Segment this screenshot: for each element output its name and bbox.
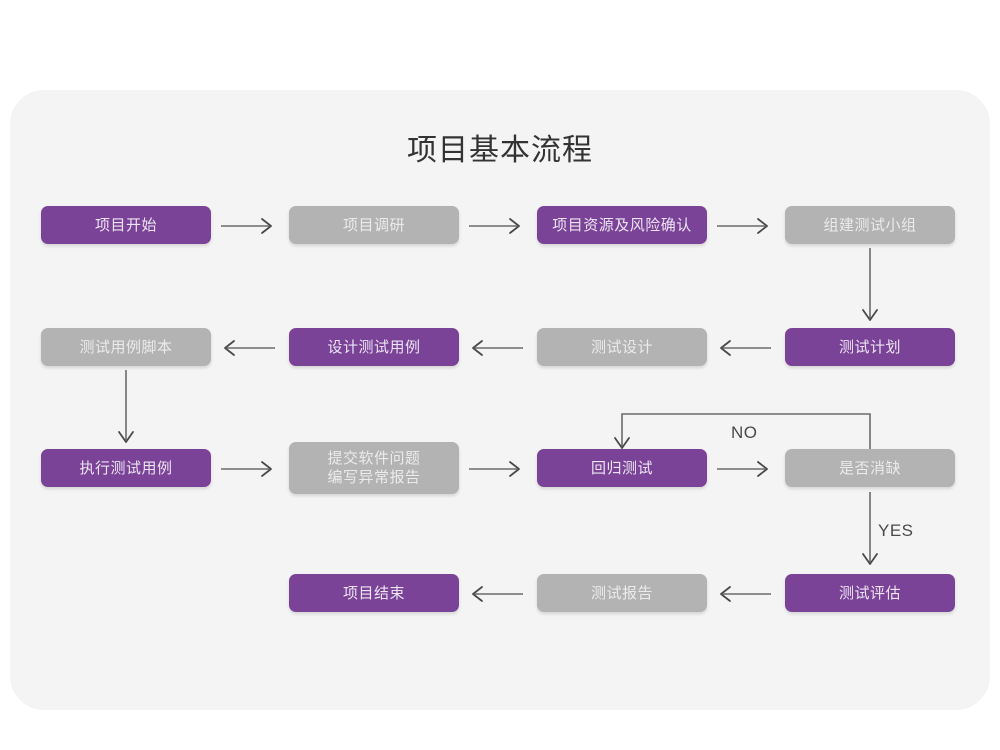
node-project-start[interactable]: 项目开始 [41, 206, 211, 244]
node-execute-test-case[interactable]: 执行测试用例 [41, 449, 211, 487]
edge-resource-to-team [715, 217, 773, 235]
edge-test-plan-to-test-design [715, 339, 773, 357]
edge-research-to-resource [467, 217, 525, 235]
edge-design-case-to-script [219, 339, 277, 357]
edge-label-no: NO [731, 423, 758, 442]
edge-submit-issue-to-regression [467, 460, 525, 478]
node-resource-risk-confirm[interactable]: 项目资源及风险确认 [537, 206, 707, 244]
edge-script-to-execute-case [116, 370, 136, 448]
node-test-plan[interactable]: 测试计划 [785, 328, 955, 366]
edge-no-loop-defect-to-regression [612, 410, 882, 452]
node-test-case-script[interactable]: 测试用例脚本 [41, 328, 211, 366]
node-regression-test[interactable]: 回归测试 [537, 449, 707, 487]
edge-execute-to-submit-issue [219, 460, 277, 478]
edge-yes-defect-to-evaluation [860, 492, 880, 570]
node-test-evaluation[interactable]: 测试评估 [785, 574, 955, 612]
flowchart-card [10, 90, 990, 710]
page-title: 项目基本流程 [407, 134, 593, 167]
node-build-test-team[interactable]: 组建测试小组 [785, 206, 955, 244]
edge-label-yes: YES [878, 521, 914, 540]
node-design-test-case[interactable]: 设计测试用例 [289, 328, 459, 366]
node-test-report[interactable]: 测试报告 [537, 574, 707, 612]
node-test-design[interactable]: 测试设计 [537, 328, 707, 366]
node-project-research[interactable]: 项目调研 [289, 206, 459, 244]
node-project-end[interactable]: 项目结束 [289, 574, 459, 612]
edge-regression-to-defect-check [715, 460, 773, 478]
edge-team-to-test-plan [860, 248, 880, 326]
edge-test-design-to-design-case [467, 339, 525, 357]
edge-start-to-research [219, 217, 277, 235]
edge-test-report-to-project-end [467, 585, 525, 603]
node-submit-issue-report[interactable]: 提交软件问题 编写异常报告 [289, 442, 459, 494]
node-defect-cleared-check[interactable]: 是否消缺 [785, 449, 955, 487]
edge-evaluation-to-test-report [715, 585, 773, 603]
